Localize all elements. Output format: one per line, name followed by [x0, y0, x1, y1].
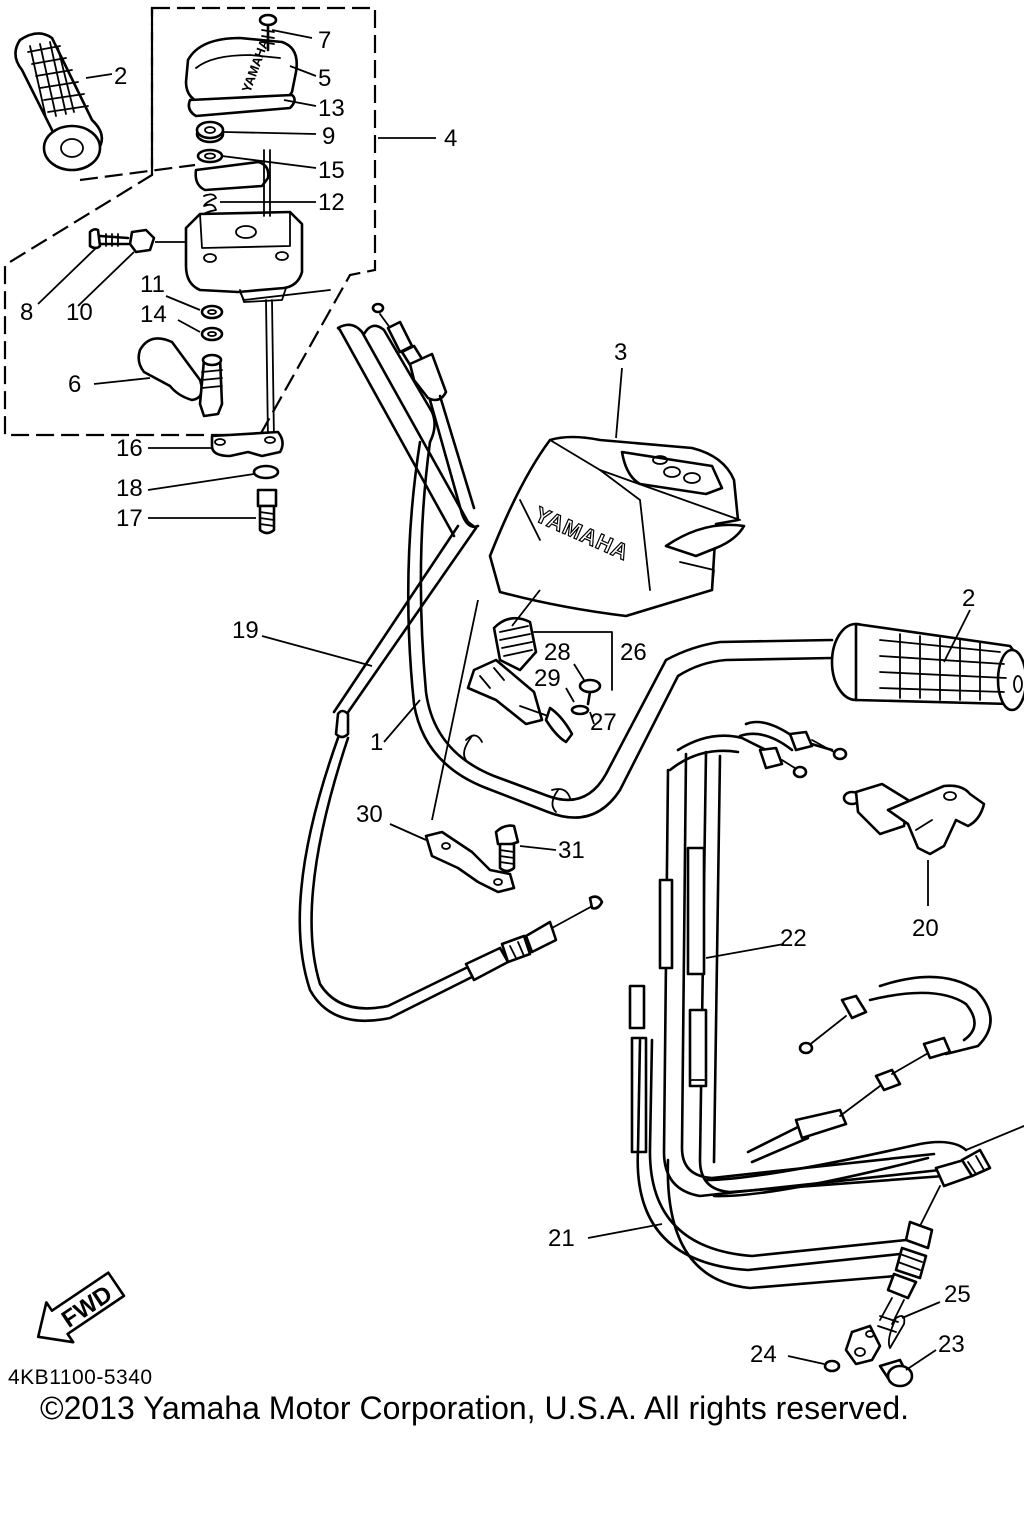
- part-label-7: 7: [318, 27, 331, 54]
- right-grip: [830, 622, 1024, 712]
- cable-clevis: [844, 1324, 882, 1366]
- copyright-notice: ©2013 Yamaha Motor Corporation, U.S.A. A…: [40, 1390, 910, 1426]
- forward-direction-arrow: FWD: [36, 1271, 126, 1344]
- part-label-25: 25: [944, 1281, 971, 1308]
- brake-switch: [842, 782, 986, 856]
- part-label-18: 18: [116, 475, 143, 502]
- part-label-16: 16: [116, 435, 143, 462]
- bracket-bolt: [494, 824, 520, 873]
- part-label-11: 11: [140, 271, 165, 298]
- brake-cable: [628, 720, 1024, 1333]
- cover-screw: [258, 13, 278, 52]
- part-label-15: 15: [318, 157, 345, 184]
- part-label-27: 27: [590, 709, 617, 736]
- adjust-screw: [88, 228, 130, 250]
- part-label-28: 28: [544, 639, 571, 666]
- part-label-4: 4: [444, 125, 457, 152]
- part-label-23: 23: [938, 1331, 965, 1358]
- gasket: [187, 93, 296, 118]
- housing-cable-guide: [239, 289, 331, 441]
- part-label-5: 5: [318, 65, 331, 92]
- part-label-29: 29: [534, 665, 561, 692]
- throttle-lever-plate: [194, 160, 270, 192]
- part-label-3: 3: [614, 339, 627, 366]
- diagram-code: 4KB1100-5340: [8, 1366, 153, 1389]
- clamp-washer: [252, 464, 280, 480]
- part-label-22: 22: [780, 925, 807, 952]
- clamp-bolt: [256, 488, 278, 535]
- part-label-2-left: 2: [114, 63, 127, 90]
- part-label-17: 17: [116, 505, 143, 532]
- handlebar-cover: YAMAHA: [488, 435, 746, 618]
- switch-bracket: [424, 830, 516, 894]
- throttle-cable: [298, 323, 604, 1023]
- leader-lines: [37, 29, 971, 1371]
- part-label-14: 14: [140, 301, 167, 328]
- nut: [195, 120, 225, 144]
- part-label-19: 19: [232, 617, 259, 644]
- clevis-washer: [823, 1359, 841, 1373]
- upper-cable-end: [371, 302, 480, 529]
- lock-nut: [128, 228, 156, 254]
- part-label-6: 6: [68, 371, 81, 398]
- throttle-cover: YAMAHA: [184, 36, 298, 106]
- part-label-21: 21: [548, 1225, 575, 1252]
- part-label-8: 8: [20, 299, 33, 326]
- switch-assembly: [466, 616, 613, 744]
- handlebar-clamp: [210, 430, 284, 458]
- part-label-30: 30: [356, 801, 383, 828]
- part-label-24: 24: [750, 1341, 777, 1368]
- part-label-13: 13: [318, 95, 345, 122]
- washer-small-2: [200, 326, 224, 342]
- throttle-assembly-boundary: [3, 6, 377, 437]
- part-label-12: 12: [318, 189, 345, 216]
- left-grip: [14, 32, 104, 172]
- cotter-pin: [887, 1315, 906, 1349]
- washer: [196, 148, 224, 164]
- part-label-2-right: 2: [962, 585, 975, 612]
- part-label-26: 26: [620, 639, 647, 666]
- part-label-20: 20: [912, 915, 939, 942]
- clevis-pin: [878, 1358, 914, 1388]
- switch-washer: [570, 704, 590, 716]
- part-label-9: 9: [322, 123, 335, 150]
- throttle-lever: [137, 337, 224, 418]
- handlebar: [362, 324, 834, 819]
- washer-small: [200, 304, 224, 320]
- switch-screw: [578, 678, 602, 706]
- part-label-1: 1: [370, 729, 383, 756]
- return-spring: [203, 193, 217, 215]
- part-number-labels: 2 7 5 13 9 15 12 4 8 10 11 14 6 16 18 17…: [20, 27, 975, 1368]
- part-label-31: 31: [558, 837, 585, 864]
- part-label-10: 10: [66, 299, 93, 326]
